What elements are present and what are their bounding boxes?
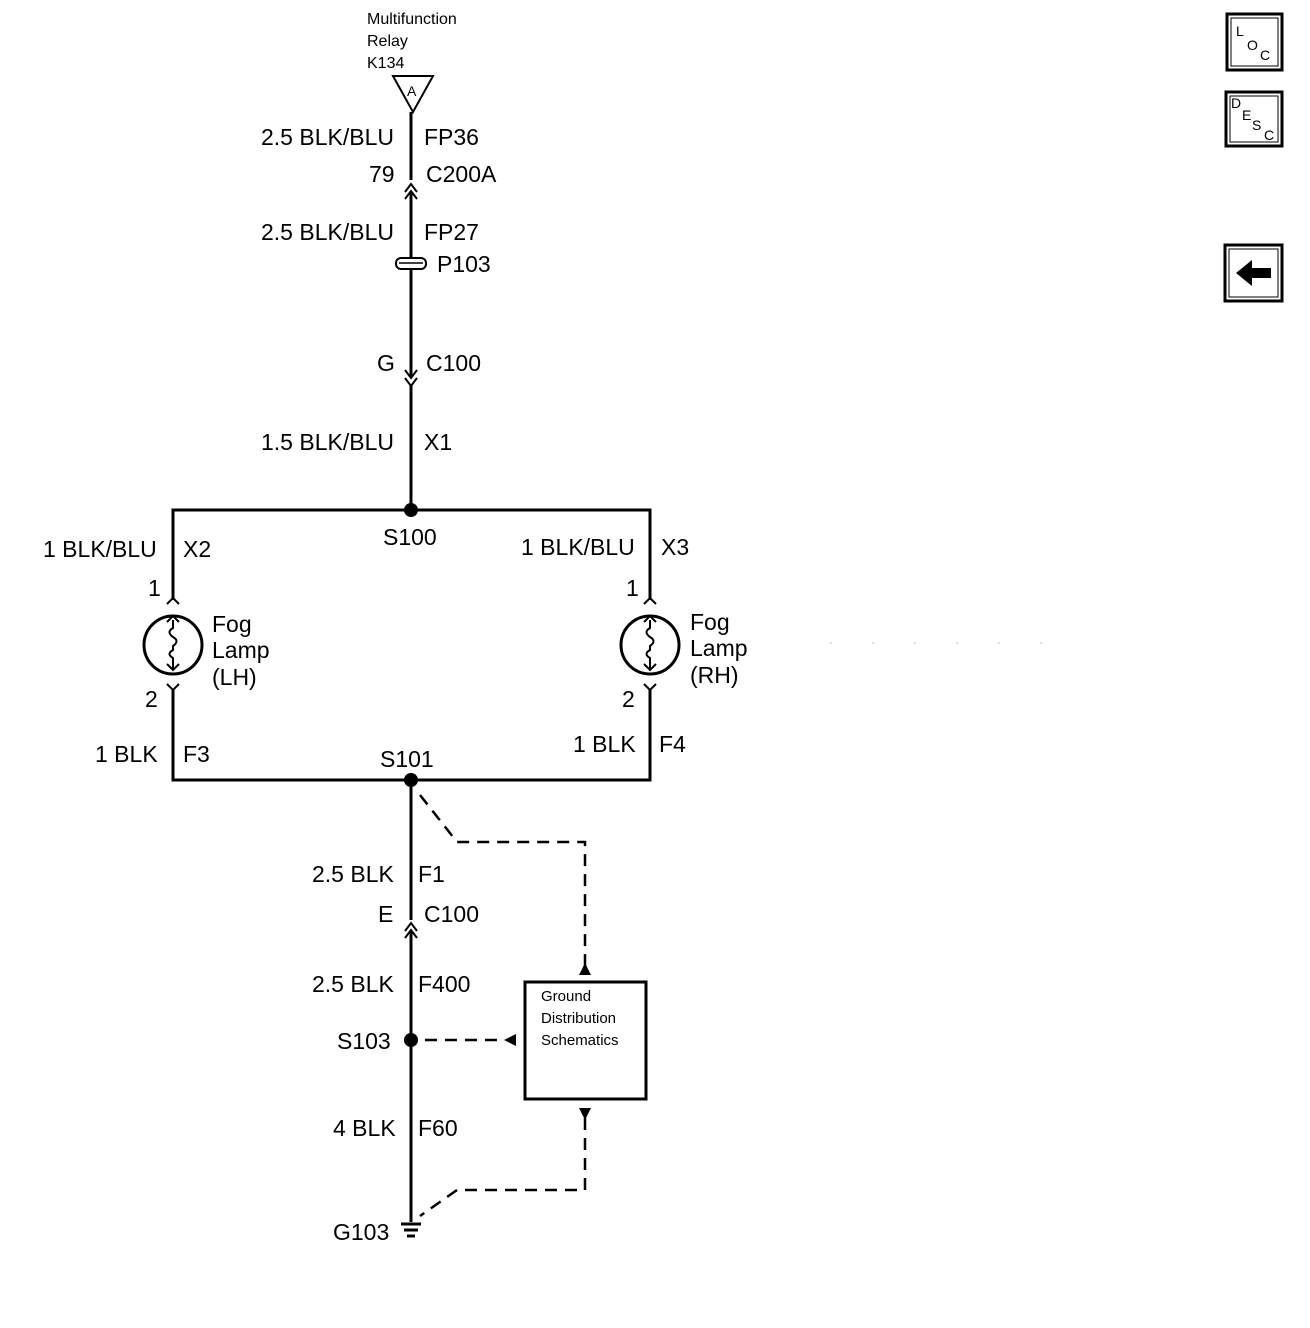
lamp-lh-line-3: (LH)	[212, 664, 257, 690]
wire-x3-gauge: 1 BLK/BLU	[521, 534, 635, 560]
ground-g103: G103	[333, 1219, 421, 1245]
wire-fp27-circuit: FP27	[424, 219, 479, 245]
splice-s103-dot	[404, 1033, 418, 1047]
desc-letter-2: E	[1242, 107, 1251, 123]
relay-pin-triangle: A	[391, 75, 435, 115]
lamp-lh-pin-bottom: 2	[145, 686, 158, 712]
dash-ground-box-to-g103	[419, 1118, 587, 1218]
ground-distribution-box[interactable]: Ground Distribution Schematics	[523, 980, 648, 1101]
lamp-rh-line-2: Lamp	[690, 635, 748, 661]
dash-arrow-up	[579, 963, 591, 975]
p103-name: P103	[437, 251, 491, 277]
c200a-name: C200A	[426, 161, 497, 187]
lamp-lh-line-2: Lamp	[212, 637, 270, 663]
wire-bus-top	[171, 508, 652, 600]
c200a-pin: 79	[369, 161, 395, 187]
desc-button[interactable]: D E S C	[1224, 90, 1284, 148]
wire-fp27-gauge: 2.5 BLK/BLU	[261, 219, 394, 245]
wire-f4-gauge: 1 BLK	[573, 731, 636, 757]
splice-s101-label: S101	[380, 746, 434, 772]
relay-k134-label: Multifunction Relay K134	[367, 11, 457, 72]
loc-button[interactable]: L O C	[1225, 12, 1284, 72]
connector-c100-g: G C100	[377, 350, 481, 388]
lamp-rh-pin-top: 1	[626, 575, 639, 601]
wire-f4-circuit: F4	[659, 731, 686, 757]
wire-fp36-gauge: 2.5 BLK/BLU	[261, 124, 394, 150]
wire-x3-circuit: X3	[661, 534, 689, 560]
wire-f60-circuit: F60	[418, 1115, 458, 1141]
desc-letter-3: S	[1252, 117, 1261, 133]
loc-letter-3: C	[1260, 47, 1270, 63]
wire-f400-circuit: F400	[418, 971, 470, 997]
wire-x2-circuit: X2	[183, 536, 211, 562]
wire-fp36-circuit: FP36	[424, 124, 479, 150]
lamp-rh-line-1: Fog	[690, 609, 730, 635]
fog-lamp-rh: 1 2 Fog Lamp (RH)	[619, 575, 748, 712]
relay-pin-label: A	[407, 83, 417, 99]
relay-line-1: Multifunction	[367, 11, 457, 28]
fog-lamp-lh: 1 2 Fog Lamp (LH)	[142, 575, 270, 712]
wire-x1-gauge: 1.5 BLK/BLU	[261, 429, 394, 455]
lamp-lh-pin-top: 1	[148, 575, 161, 601]
pass-through-p103: P103	[395, 251, 491, 277]
ground-box-line-3: Schematics	[541, 1032, 619, 1049]
c100-g-name: C100	[426, 350, 481, 376]
wire-f1-gauge: 2.5 BLK	[312, 861, 394, 887]
loc-letter-1: L	[1236, 23, 1244, 39]
wire-f1-circuit: F1	[418, 861, 445, 887]
wire-x1-circuit: X1	[424, 429, 452, 455]
ground-g103-label: G103	[333, 1219, 389, 1245]
dash-arrow-left	[504, 1034, 516, 1046]
back-arrow-icon	[1236, 260, 1271, 286]
ground-box-line-1: Ground	[541, 988, 591, 1005]
c100-e-pin: E	[378, 901, 393, 927]
relay-line-3: K134	[367, 55, 404, 72]
connector-c200a: 79 C200A	[369, 161, 497, 200]
wire-f3-circuit: F3	[183, 741, 210, 767]
lamp-lh-line-1: Fog	[212, 611, 252, 637]
lamp-rh-pin-bottom: 2	[622, 686, 635, 712]
connector-c100-e: E C100	[378, 901, 479, 939]
desc-letter-4: C	[1264, 127, 1274, 143]
wire-x2-gauge: 1 BLK/BLU	[43, 536, 157, 562]
lamp-rh-line-3: (RH)	[690, 662, 739, 688]
loc-letter-2: O	[1247, 37, 1258, 53]
dash-s101-to-ground-box	[419, 794, 587, 970]
ground-box-line-2: Distribution	[541, 1010, 616, 1027]
wire-f60-gauge: 4 BLK	[333, 1115, 396, 1141]
back-button[interactable]	[1223, 243, 1284, 303]
desc-letter-1: D	[1231, 95, 1241, 111]
relay-line-2: Relay	[367, 33, 408, 50]
c100-g-pin: G	[377, 350, 395, 376]
c100-e-name: C100	[424, 901, 479, 927]
splice-s103-label: S103	[337, 1028, 391, 1054]
splice-s100-label: S100	[383, 524, 437, 550]
wire-f400-gauge: 2.5 BLK	[312, 971, 394, 997]
wire-f3-gauge: 1 BLK	[95, 741, 158, 767]
dash-arrow-down	[579, 1108, 591, 1120]
